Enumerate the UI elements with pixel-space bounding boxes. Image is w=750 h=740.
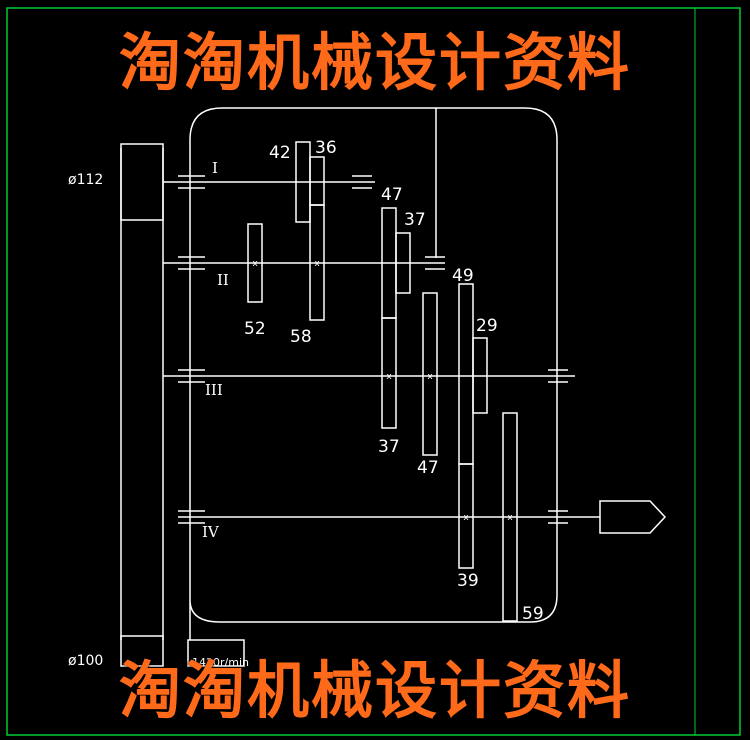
gear-36 — [309, 156, 325, 206]
gear-59-label: 59 — [522, 604, 544, 624]
svg-text:x: x — [386, 372, 392, 382]
svg-text:x: x — [427, 372, 433, 382]
upper-pulley-label: ø112 — [68, 172, 103, 188]
shaft-ii-label: II — [217, 271, 229, 289]
shaft-iii-label: III — [205, 381, 223, 399]
gear-52-label: 52 — [244, 319, 266, 339]
gear-47b — [422, 292, 438, 456]
gear-36-label: 36 — [315, 138, 337, 158]
gear-49-label: 49 — [452, 266, 474, 286]
svg-text:x: x — [314, 259, 320, 269]
output-spindle — [599, 500, 667, 534]
gear-37b-label: 37 — [378, 437, 400, 457]
gearbox-housing — [189, 107, 558, 640]
svg-text:x: x — [507, 513, 513, 523]
lower-pulley — [120, 635, 164, 667]
gear-49 — [458, 283, 474, 465]
shaft-iv-label: IV — [202, 523, 220, 541]
upper-pulley — [120, 143, 164, 221]
svg-text:x: x — [463, 513, 469, 523]
gear-59 — [502, 412, 518, 622]
gear-47a-label: 47 — [381, 185, 403, 205]
svg-text:x: x — [252, 259, 258, 269]
drawing-border — [6, 7, 741, 736]
gear-29-label: 29 — [476, 316, 498, 336]
gear-58 — [309, 204, 325, 321]
gear-47b-label: 47 — [417, 458, 439, 478]
gear-39-label: 39 — [457, 571, 479, 591]
motor-speed-label: 1420r/min — [192, 656, 249, 669]
gear-29 — [472, 337, 488, 414]
gear-39 — [458, 463, 474, 569]
gear-centre-marks: x x x x x x — [252, 259, 513, 523]
bearings-left — [178, 175, 205, 524]
gear-58-label: 58 — [290, 327, 312, 347]
gear-37a-label: 37 — [404, 210, 426, 230]
watermark-top: 淘淘机械设计资料 — [118, 26, 631, 99]
gear-42-label: 42 — [269, 143, 291, 163]
lower-pulley-label: ø100 — [68, 653, 103, 669]
watermark-bottom: 淘淘机械设计资料 — [118, 654, 631, 727]
gear-52 — [247, 223, 263, 303]
shaft-i-label: I — [212, 159, 218, 177]
gear-37a — [395, 232, 411, 294]
gear-37b — [381, 317, 397, 429]
motor-box — [187, 639, 245, 667]
bearings-right — [352, 175, 568, 524]
